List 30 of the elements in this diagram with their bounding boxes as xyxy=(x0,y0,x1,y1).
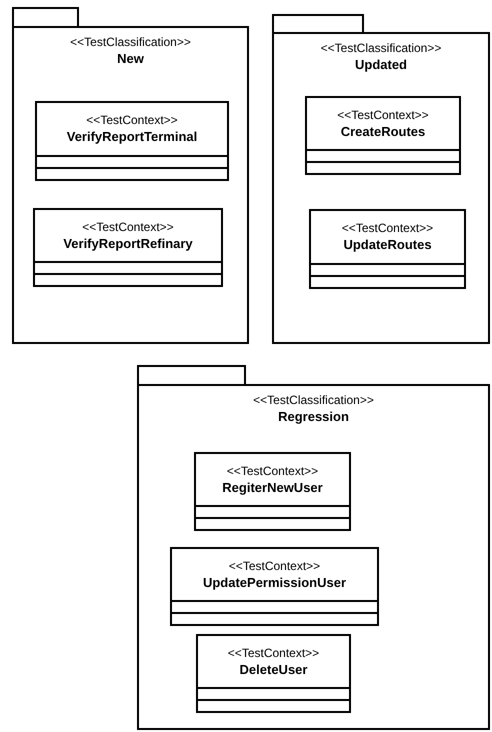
stereotype-label: <<TestContext>> xyxy=(228,646,320,660)
class-box xyxy=(170,547,379,626)
name-label: DeleteUser xyxy=(240,660,308,678)
name-label: New xyxy=(117,50,144,67)
stereotype-label: <<TestContext>> xyxy=(86,113,178,128)
class-box xyxy=(194,452,351,531)
stereotype-label: <<TestClassification>> xyxy=(70,35,191,50)
stereotype-label: <<TestClassification>> xyxy=(320,41,442,56)
class-box xyxy=(33,208,223,287)
name-label: CreateRoutes xyxy=(340,122,426,140)
class-box xyxy=(196,634,351,713)
package-frame xyxy=(12,7,249,344)
package-frame xyxy=(137,365,490,730)
name-label: RegiterNewUser xyxy=(222,478,323,496)
class-box xyxy=(309,209,466,289)
stereotype-label: <<TestContext>> xyxy=(342,221,434,236)
stereotype-label: <<TestContext>> xyxy=(337,108,429,122)
name-label: UpdateRoutes xyxy=(343,236,432,253)
package-frame xyxy=(272,14,490,344)
name-label: Updated xyxy=(355,56,407,73)
stereotype-label: <<TestContext>> xyxy=(226,464,318,478)
stereotype-label: <<TestClassification>> xyxy=(253,393,374,408)
name-label: VerifyReportRefinary xyxy=(63,234,193,252)
name-label: Regression xyxy=(278,408,349,425)
class-box xyxy=(35,101,229,181)
stereotype-label: <<TestContext>> xyxy=(228,558,320,574)
stereotype-label: <<TestContext>> xyxy=(82,220,174,234)
name-label: UpdatePermissionUser xyxy=(202,574,346,590)
name-label: VerifyReportTerminal xyxy=(66,128,198,145)
class-box xyxy=(305,96,461,175)
